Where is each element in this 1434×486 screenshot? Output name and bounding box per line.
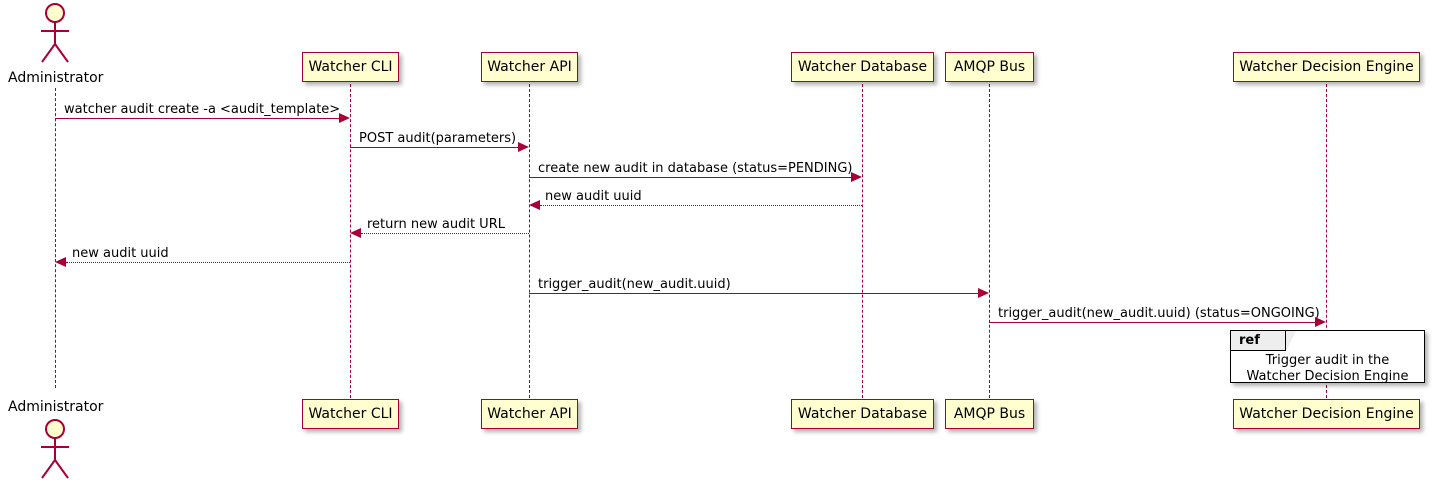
ref-body-line-1: Trigger audit in the — [1265, 353, 1390, 368]
participant-label: AMQP Bus — [953, 406, 1026, 422]
participant-label: Watcher API — [487, 59, 572, 75]
participant-amqp-bus-bottom[interactable]: AMQP Bus — [945, 399, 1034, 429]
lifeline-amqp-bus — [989, 84, 990, 398]
message-label-msg-3: create new audit in database (status=PEN… — [538, 161, 853, 176]
arrow-head-msg-4 — [529, 200, 540, 210]
participant-label: Watcher Database — [797, 59, 928, 75]
actor-icon — [41, 3, 69, 63]
participant-label: Watcher Decision Engine — [1239, 406, 1414, 422]
lifeline-watcher-api — [529, 84, 530, 398]
message-label-msg-4: new audit uuid — [545, 189, 642, 204]
ref-tab: ref — [1231, 331, 1286, 351]
participant-watcher-cli-bottom[interactable]: Watcher CLI — [302, 399, 399, 429]
lifeline-watcher-cli — [350, 84, 351, 398]
lifeline-watcher-decision-engine — [1326, 84, 1327, 398]
message-label-msg-7: trigger_audit(new_audit.uuid) — [538, 277, 731, 292]
message-line-msg-3 — [529, 177, 851, 178]
participant-label: Watcher CLI — [308, 59, 393, 75]
participant-label: Watcher CLI — [308, 406, 393, 422]
message-label-msg-5: return new audit URL — [367, 217, 505, 232]
message-line-msg-2 — [350, 147, 518, 148]
participant-watcher-api-top[interactable]: Watcher API — [481, 52, 578, 82]
message-label-msg-1: watcher audit create -a <audit_template> — [64, 102, 341, 117]
message-line-msg-6 — [66, 262, 350, 263]
participant-amqp-bus-top[interactable]: AMQP Bus — [945, 52, 1034, 82]
participant-watcher-decision-engine-bottom[interactable]: Watcher Decision Engine — [1233, 399, 1420, 429]
actor-label-administrator-bottom: Administrator — [8, 399, 104, 415]
participant-label: Watcher API — [487, 406, 572, 422]
lifeline-administrator — [55, 88, 56, 388]
ref-body: Trigger audit in the Watcher Decision En… — [1231, 353, 1424, 385]
arrow-head-msg-3 — [851, 172, 862, 182]
participant-label: Watcher Database — [797, 406, 928, 422]
message-line-msg-1 — [55, 118, 339, 119]
actor-icon — [41, 419, 69, 479]
arrow-head-msg-5 — [350, 228, 361, 238]
message-line-msg-5 — [361, 233, 529, 234]
ref-fragment[interactable]: ref Trigger audit in the Watcher Decisio… — [1230, 330, 1425, 385]
message-line-msg-8 — [989, 322, 1315, 323]
participant-watcher-database-top[interactable]: Watcher Database — [791, 52, 934, 82]
actor-label-administrator-top: Administrator — [8, 70, 104, 86]
ref-body-line-2: Watcher Decision Engine — [1246, 369, 1409, 384]
message-line-msg-7 — [529, 293, 978, 294]
ref-tab-corner-icon — [1286, 331, 1296, 351]
message-label-msg-2: POST audit(parameters) — [359, 131, 517, 146]
actor-administrator-bottom[interactable] — [31, 418, 79, 480]
message-line-msg-4 — [540, 205, 862, 206]
ref-tab-label: ref — [1239, 333, 1260, 348]
participant-watcher-api-bottom[interactable]: Watcher API — [481, 399, 578, 429]
lifeline-watcher-database — [862, 84, 863, 398]
arrow-head-msg-7 — [978, 288, 989, 298]
participant-label: Watcher Decision Engine — [1239, 59, 1414, 75]
arrow-head-msg-1 — [339, 113, 350, 123]
participant-watcher-database-bottom[interactable]: Watcher Database — [791, 399, 934, 429]
arrow-head-msg-8 — [1315, 317, 1326, 327]
actor-administrator-top[interactable] — [31, 2, 79, 64]
message-label-msg-6: new audit uuid — [72, 246, 169, 261]
message-label-msg-8: trigger_audit(new_audit.uuid) (status=ON… — [998, 306, 1320, 321]
participant-label: AMQP Bus — [953, 59, 1026, 75]
arrow-head-msg-6 — [55, 257, 66, 267]
participant-watcher-cli-top[interactable]: Watcher CLI — [302, 52, 399, 82]
arrow-head-msg-2 — [518, 142, 529, 152]
participant-watcher-decision-engine-top[interactable]: Watcher Decision Engine — [1233, 52, 1420, 82]
